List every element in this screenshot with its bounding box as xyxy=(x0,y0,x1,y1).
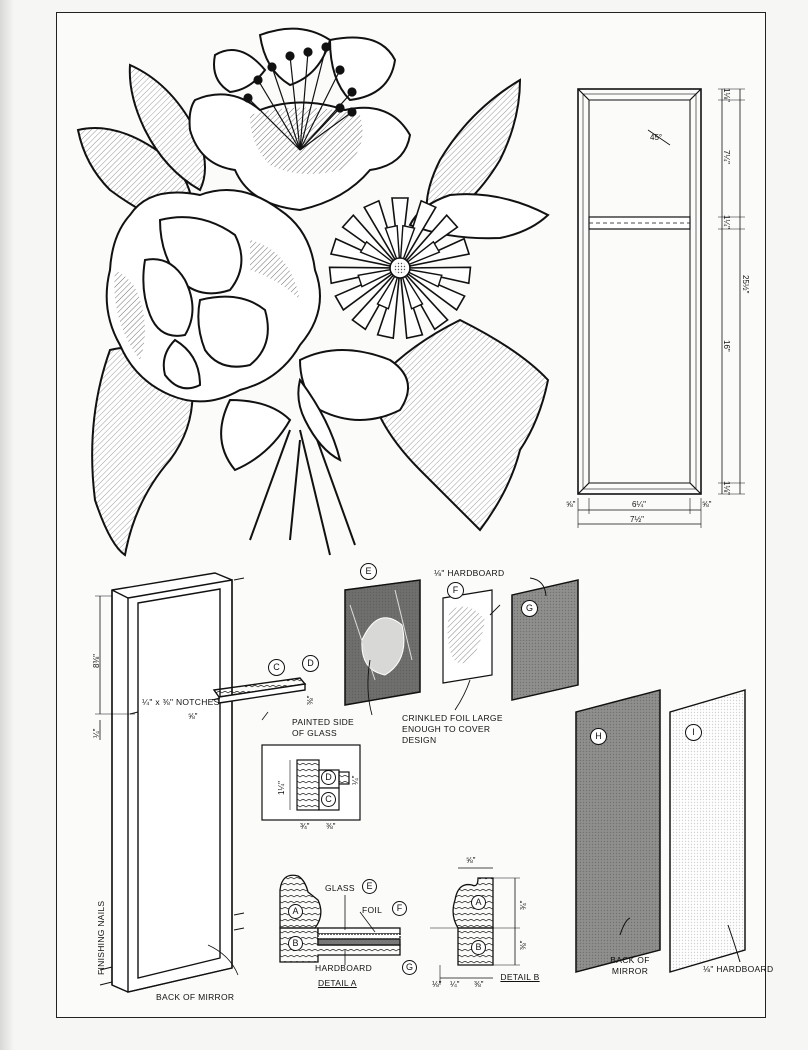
back-panel-i xyxy=(669,689,746,973)
dim-detb-h2: ⅜" xyxy=(519,940,528,950)
part-marker-h: H xyxy=(590,728,607,745)
dim-sec-height: 1¼" xyxy=(277,781,286,795)
rose-petal-2 xyxy=(142,258,194,337)
dim-bottom-margin: 1⅛" xyxy=(722,481,731,495)
label-crinkled-foil: CRINKLED FOIL LARGE ENOUGH TO COVER DESI… xyxy=(402,713,503,745)
dim-inner-width: 6¼" xyxy=(632,500,646,509)
label-glass: GLASS xyxy=(325,883,355,893)
leaf-right-top-hatch xyxy=(426,80,520,225)
dim-iso-side: ¼" xyxy=(92,728,101,738)
dim-sec-d: ¼" xyxy=(351,775,360,785)
part-marker-f: F xyxy=(447,582,464,599)
dim-detb-b3: ⅜" xyxy=(474,980,484,989)
detail-b-marker-a: A xyxy=(471,895,486,910)
dim-iso-height: 8⅜" xyxy=(92,654,101,668)
lily-stamens xyxy=(243,42,357,151)
dim-sec-w1: ¾" xyxy=(300,822,310,831)
rose-petal-4 xyxy=(162,338,202,390)
lily-back-petal-mid xyxy=(258,27,332,87)
rose-outer xyxy=(105,189,321,403)
label-detail-a: DETAIL A xyxy=(318,978,357,988)
label-finishing-nails: FINISHING NAILS xyxy=(96,900,106,975)
lily-throat-hatch xyxy=(250,107,363,174)
glass-panel xyxy=(344,579,421,706)
lily-back-petal-right xyxy=(328,36,397,102)
lily-back-petal-left xyxy=(213,49,267,94)
leaf-center-bottom xyxy=(220,398,292,472)
detail-b xyxy=(430,867,520,985)
label-hardboard-detail: HARDBOARD xyxy=(315,963,373,973)
rose-shading xyxy=(114,240,301,360)
label-detail-b: DETAIL B xyxy=(500,972,540,982)
section-marker-c: C xyxy=(321,792,336,807)
section-marker-d: D xyxy=(321,770,336,785)
leaf-small xyxy=(297,377,342,462)
leader-lines xyxy=(367,604,501,716)
dim-detb-top: ⅝" xyxy=(466,856,476,865)
dim-left-stile: ⅝" xyxy=(566,500,576,509)
dim-upper-height: 7¼" xyxy=(722,150,731,164)
floral-design xyxy=(76,27,550,557)
part-marker-g: G xyxy=(521,600,538,617)
dim-rail-height: 1¼" xyxy=(722,215,731,229)
stem xyxy=(249,419,356,556)
detail-a-marker-a: A xyxy=(288,904,303,919)
front-elevation xyxy=(577,88,745,528)
detail-a-marker-e: E xyxy=(362,879,377,894)
leaf-left-bottom-hatch xyxy=(92,347,193,555)
dim-rail-thick: ⅜" xyxy=(306,695,315,705)
daisy xyxy=(328,197,472,340)
dim-detb-b2: ¼" xyxy=(450,980,460,989)
page-edge-shadow xyxy=(0,0,14,1050)
label-hardboard-panel-i: ⅛" HARDBOARD xyxy=(703,964,774,974)
label-back-of-mirror-frame: BACK OF MIRROR xyxy=(156,992,235,1002)
detail-a-marker-f: F xyxy=(392,901,407,916)
detail-a-marker-g: G xyxy=(402,960,417,975)
isometric-frame xyxy=(95,572,307,993)
dim-right-stile: ⅝" xyxy=(702,500,712,509)
dim-overall-height: 25½" xyxy=(741,275,750,294)
detail-b-marker-b: B xyxy=(471,940,486,955)
dim-overall-width: 7½" xyxy=(630,515,644,524)
dim-top-margin: 1⅛" xyxy=(722,88,731,102)
detail-a-marker-b: B xyxy=(288,936,303,951)
part-marker-e: E xyxy=(360,563,377,580)
foil-panel xyxy=(442,589,493,684)
hardboard-panel-g xyxy=(511,577,579,701)
dim-angle: 45° xyxy=(650,133,663,142)
back-panel-h xyxy=(575,689,661,973)
label-foil: FOIL xyxy=(362,905,383,915)
leaf-top-hatch xyxy=(129,65,205,190)
rose-petal-3 xyxy=(197,295,269,368)
dim-sec-w2: ⅜" xyxy=(326,822,336,831)
label-hardboard-top: ⅛" HARDBOARD xyxy=(434,568,505,578)
label-back-of-mirror-panel: BACK OF MIRROR xyxy=(610,955,650,976)
label-notches: ¼" x ⅜" NOTCHES xyxy=(142,697,220,707)
rail-section xyxy=(261,744,361,821)
label-painted-side: PAINTED SIDE OF GLASS xyxy=(292,717,355,738)
part-marker-d: D xyxy=(302,655,319,672)
dim-detb-h1: ¾" xyxy=(519,900,528,910)
dim-lower-height: 16" xyxy=(722,340,731,352)
part-marker-c: C xyxy=(268,659,285,676)
part-marker-i: I xyxy=(685,724,702,741)
dim-detb-b1: ⅛" xyxy=(432,980,442,989)
dim-rail: ⅝" xyxy=(188,712,198,721)
leaf-right-bottom-hatch xyxy=(370,320,548,530)
